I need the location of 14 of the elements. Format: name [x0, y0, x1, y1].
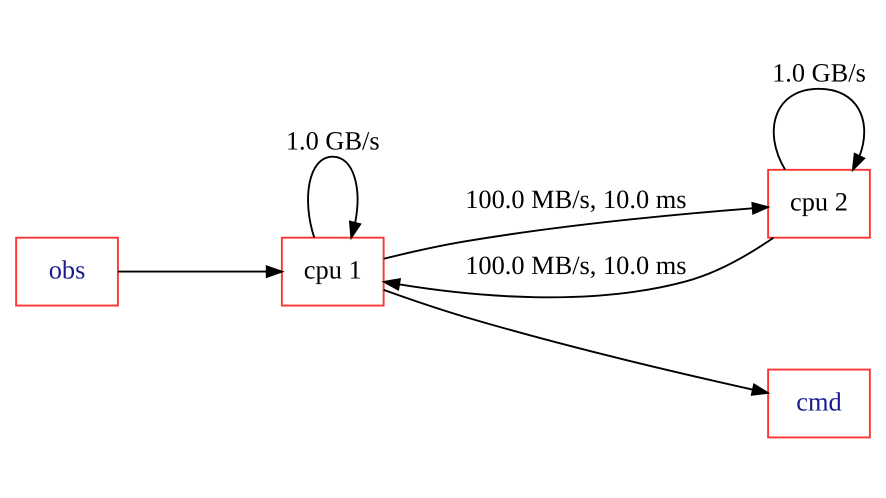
edge-label: 100.0 MB/s, 10.0 ms — [465, 250, 687, 280]
arrow — [381, 236, 774, 298]
edge-label: 100.0 MB/s, 10.0 ms — [465, 184, 687, 214]
node-box: cpu 1 — [280, 236, 385, 306]
edge-label: 1.0 GB/s — [772, 58, 866, 88]
arrow — [384, 202, 771, 260]
arrow — [772, 88, 866, 172]
edge-label: 1.0 GB/s — [286, 125, 380, 156]
node-box: obs — [15, 236, 119, 306]
arrow — [307, 156, 362, 240]
node-box: cpu 2 — [767, 168, 871, 239]
arrow — [383, 289, 770, 396]
arrow — [118, 265, 285, 278]
node-box: cmd — [767, 368, 871, 438]
